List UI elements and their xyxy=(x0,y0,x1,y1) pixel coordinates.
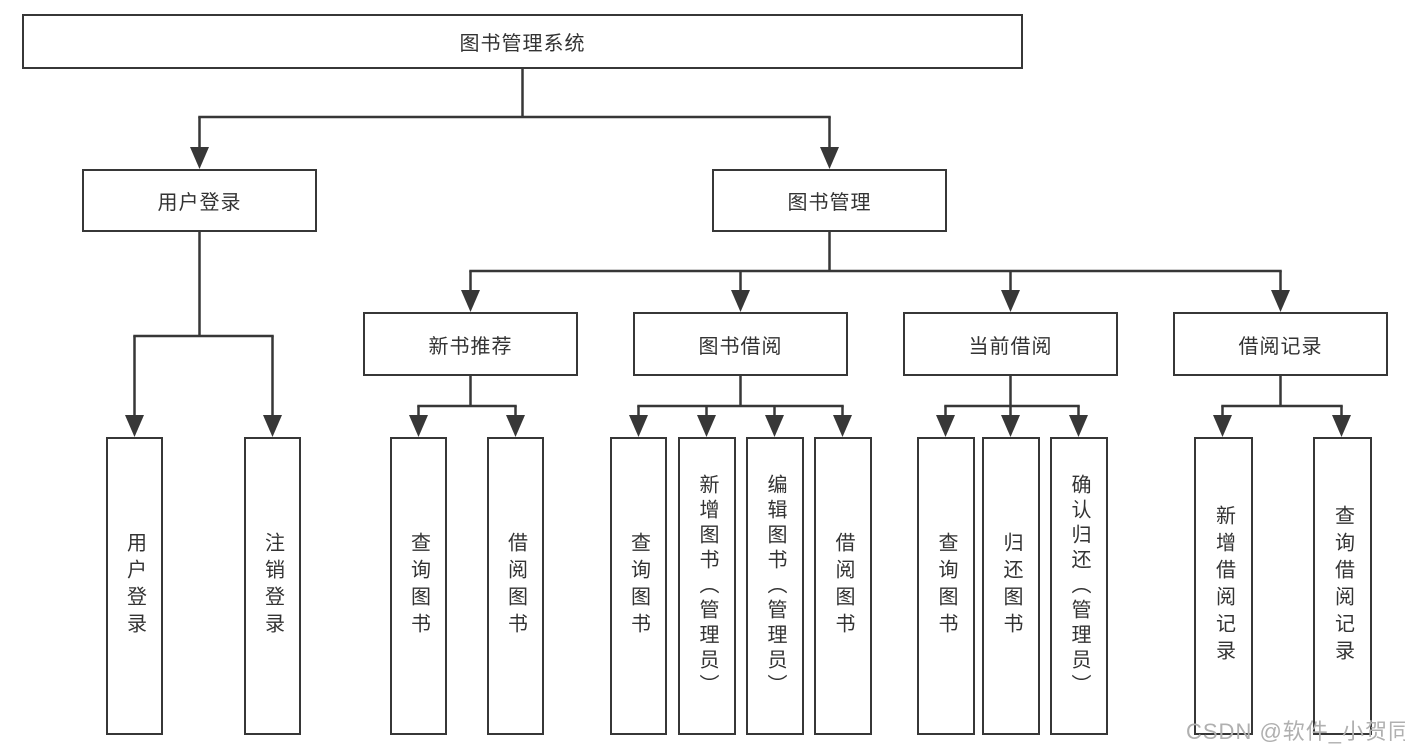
node-new-book-recommend: 新书推荐 xyxy=(363,312,578,376)
csdn-watermark: CSDN @软件_小贺同学 xyxy=(1186,719,1405,744)
node-borrow-records: 借阅记录 xyxy=(1173,312,1388,376)
leaf-logout: 注销登录 xyxy=(244,437,301,735)
leaf-edit-books-admin: 编辑图书（管理员） xyxy=(746,437,804,735)
node-current-borrow: 当前借阅 xyxy=(903,312,1118,376)
leaf-query-borrow-record: 查询借阅记录 xyxy=(1313,437,1372,735)
leaf-confirm-return-admin: 确认归还（管理员） xyxy=(1050,437,1108,735)
leaf-query-books-borrow: 查询图书 xyxy=(610,437,667,735)
leaf-borrow-books-recommend: 借阅图书 xyxy=(487,437,544,735)
node-book-borrow: 图书借阅 xyxy=(633,312,848,376)
node-root-system: 图书管理系统 xyxy=(22,14,1023,69)
leaf-query-books-recommend: 查询图书 xyxy=(390,437,447,735)
leaf-add-books-admin: 新增图书（管理员） xyxy=(678,437,736,735)
leaf-query-books-current: 查询图书 xyxy=(917,437,975,735)
leaf-add-borrow-record: 新增借阅记录 xyxy=(1194,437,1253,735)
node-user-login: 用户登录 xyxy=(82,169,317,232)
leaf-return-books: 归还图书 xyxy=(982,437,1040,735)
leaf-borrow-books: 借阅图书 xyxy=(814,437,872,735)
leaf-user-login: 用户登录 xyxy=(106,437,163,735)
node-book-management: 图书管理 xyxy=(712,169,947,232)
